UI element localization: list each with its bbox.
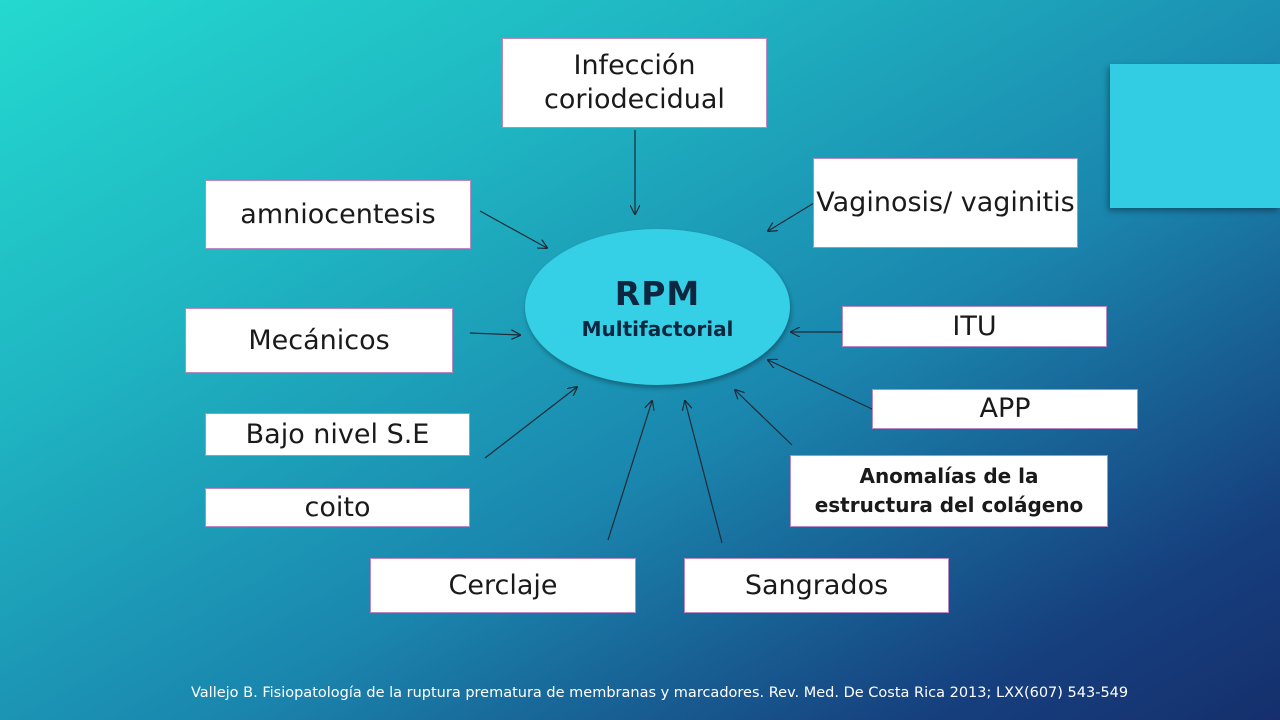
factor-vaginosis: Vaginosis/ vaginitis xyxy=(813,158,1078,248)
arrow-sangrados xyxy=(685,401,723,544)
factor-anomalias: Anomalías de la estructura del colágeno xyxy=(790,455,1108,527)
factor-cerclaje: Cerclaje xyxy=(370,558,636,613)
center-subtitle: Multifactorial xyxy=(581,316,734,341)
arrow-vaginosis xyxy=(768,202,815,231)
factor-itu: ITU xyxy=(842,306,1107,347)
factor-sangrados: Sangrados xyxy=(684,558,949,613)
arrow-mecanicos xyxy=(469,333,520,335)
factor-coito: coito xyxy=(205,488,470,527)
arrow-amniocentesis xyxy=(479,210,547,248)
arrow-cerclaje xyxy=(607,401,652,541)
center-node-rpm: RPM Multifactorial xyxy=(525,229,790,385)
factor-infeccion: Infección coriodecidual xyxy=(502,38,767,128)
factor-app: APP xyxy=(872,389,1138,429)
center-title: RPM xyxy=(614,273,701,313)
citation: Vallejo B. Fisiopatología de la ruptura … xyxy=(191,685,1129,701)
factor-bajo-nivel: Bajo nivel S.E xyxy=(205,413,470,456)
decorative-accent-rect xyxy=(1110,64,1280,208)
factor-amniocentesis: amniocentesis xyxy=(205,180,471,249)
arrow-bajo-nivel xyxy=(484,387,577,459)
arrow-app xyxy=(768,360,873,410)
factor-mecanicos: Mecánicos xyxy=(185,308,453,373)
arrow-anomalias xyxy=(735,390,793,446)
